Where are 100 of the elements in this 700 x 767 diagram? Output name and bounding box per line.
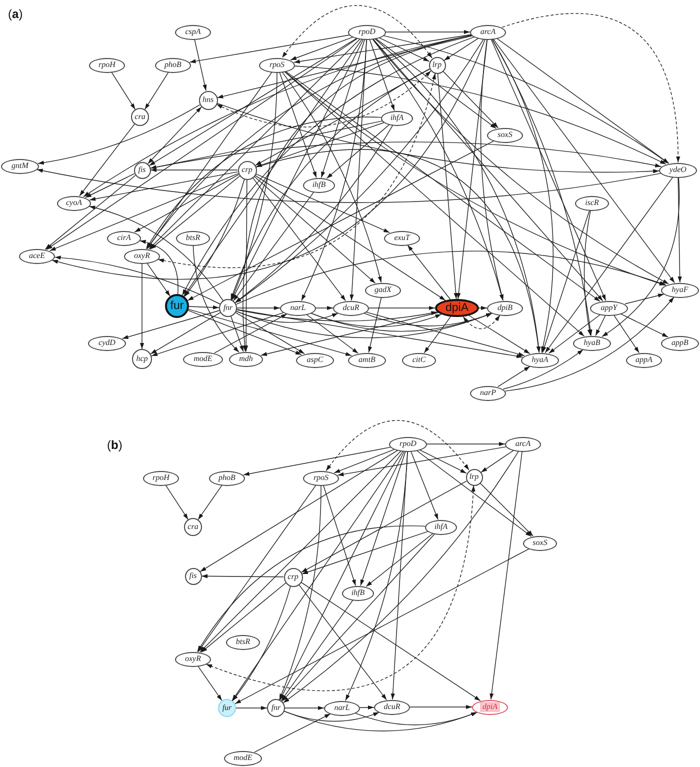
arrow (232, 586, 291, 702)
arrow (548, 314, 601, 354)
gene-node: modE (224, 750, 262, 766)
arrow (279, 485, 322, 700)
gene-node: citC (402, 352, 436, 368)
arrow (368, 306, 436, 310)
arrow (243, 446, 392, 476)
arrow (140, 263, 144, 350)
double-arrow (147, 106, 202, 164)
highlighted-gene-node: dpiA (435, 299, 479, 317)
gene-node: aspC (296, 352, 334, 368)
arrow (54, 256, 220, 304)
arrow (44, 175, 136, 250)
arrow (366, 312, 525, 356)
arrow (350, 39, 367, 301)
arrow (122, 310, 220, 339)
arrow (437, 73, 458, 300)
arrow (369, 39, 395, 111)
arrow (282, 534, 436, 702)
gene-node: arcA (470, 24, 506, 40)
gene-node: hyaF (661, 282, 699, 298)
gene-node: ihfB (342, 586, 374, 600)
arrow (150, 168, 238, 172)
arrow (198, 484, 222, 520)
arrow (148, 38, 358, 166)
arrow (426, 442, 506, 446)
arrow (200, 450, 402, 652)
highlighted-gene-node: dpiA (472, 700, 508, 714)
arrow (284, 71, 585, 337)
gene-node: appY (590, 300, 628, 316)
gene-node: phoB (155, 58, 191, 72)
arrow (255, 173, 390, 233)
dashed-double-arrow (282, 5, 432, 58)
arrow (236, 250, 666, 305)
arrow (230, 316, 244, 352)
arrow (300, 582, 481, 702)
gene-node: rpoD (348, 24, 386, 40)
arrow (254, 174, 446, 301)
gene-node: fis (184, 568, 202, 584)
arrow (182, 36, 475, 296)
arrow (490, 451, 522, 700)
arrow (254, 176, 376, 284)
arrow (284, 706, 324, 710)
gene-node: gadX (365, 282, 401, 298)
gene-node: arcA (505, 436, 541, 452)
gene-node: dpiB (487, 300, 523, 316)
arrow (360, 705, 374, 710)
arrow (320, 39, 366, 178)
gene-node: ihfA (381, 110, 413, 126)
gene-node: cyoA (57, 196, 91, 210)
arrow (505, 296, 674, 392)
arrow (252, 177, 346, 302)
arrow (150, 312, 221, 354)
gene-node: appB (661, 336, 699, 350)
arrow (194, 39, 207, 92)
arrow (498, 366, 530, 388)
arrow (146, 34, 472, 250)
arrow (256, 149, 540, 353)
gene-node: cra (184, 518, 202, 536)
gene-node: mdh (229, 352, 263, 366)
arrow (151, 312, 284, 356)
arrow (480, 450, 514, 473)
arrow (478, 306, 488, 310)
panel-label: (a) (8, 8, 23, 20)
arrow (235, 312, 305, 354)
arrow (294, 66, 666, 165)
arrow (49, 173, 239, 252)
arrow (368, 297, 382, 353)
gene-node: rpoH (89, 58, 125, 72)
arrow (614, 314, 640, 354)
arrow (111, 72, 136, 110)
arrow (236, 309, 523, 358)
gene-node: rpoD (389, 436, 427, 452)
arrow (282, 72, 382, 283)
dashed-double-arrow (206, 485, 476, 692)
gene-node: cspA (175, 24, 211, 40)
arrow (139, 240, 178, 294)
gene-node: aceE (19, 248, 55, 264)
gene-node: hns (198, 90, 218, 110)
arrow (300, 480, 467, 573)
gene-node: lrp (428, 56, 446, 74)
arrow (678, 177, 682, 283)
arrow (188, 308, 352, 356)
arrow (198, 484, 316, 652)
arrow (146, 262, 170, 297)
arrow (46, 38, 358, 250)
gene-node: phoB (209, 470, 245, 486)
arrow (232, 39, 364, 300)
arrow (189, 34, 350, 64)
arrow (236, 706, 268, 710)
arrow (200, 582, 286, 653)
gene-node: amtB (348, 352, 386, 368)
gene-node: lrp (466, 468, 482, 486)
arrow (492, 38, 592, 336)
gene-node: rpoS (303, 470, 339, 486)
arrow (183, 38, 362, 296)
arrow (236, 306, 280, 310)
arrow (376, 38, 497, 129)
gene-node: oxyR (175, 652, 211, 666)
arrow (390, 451, 408, 700)
